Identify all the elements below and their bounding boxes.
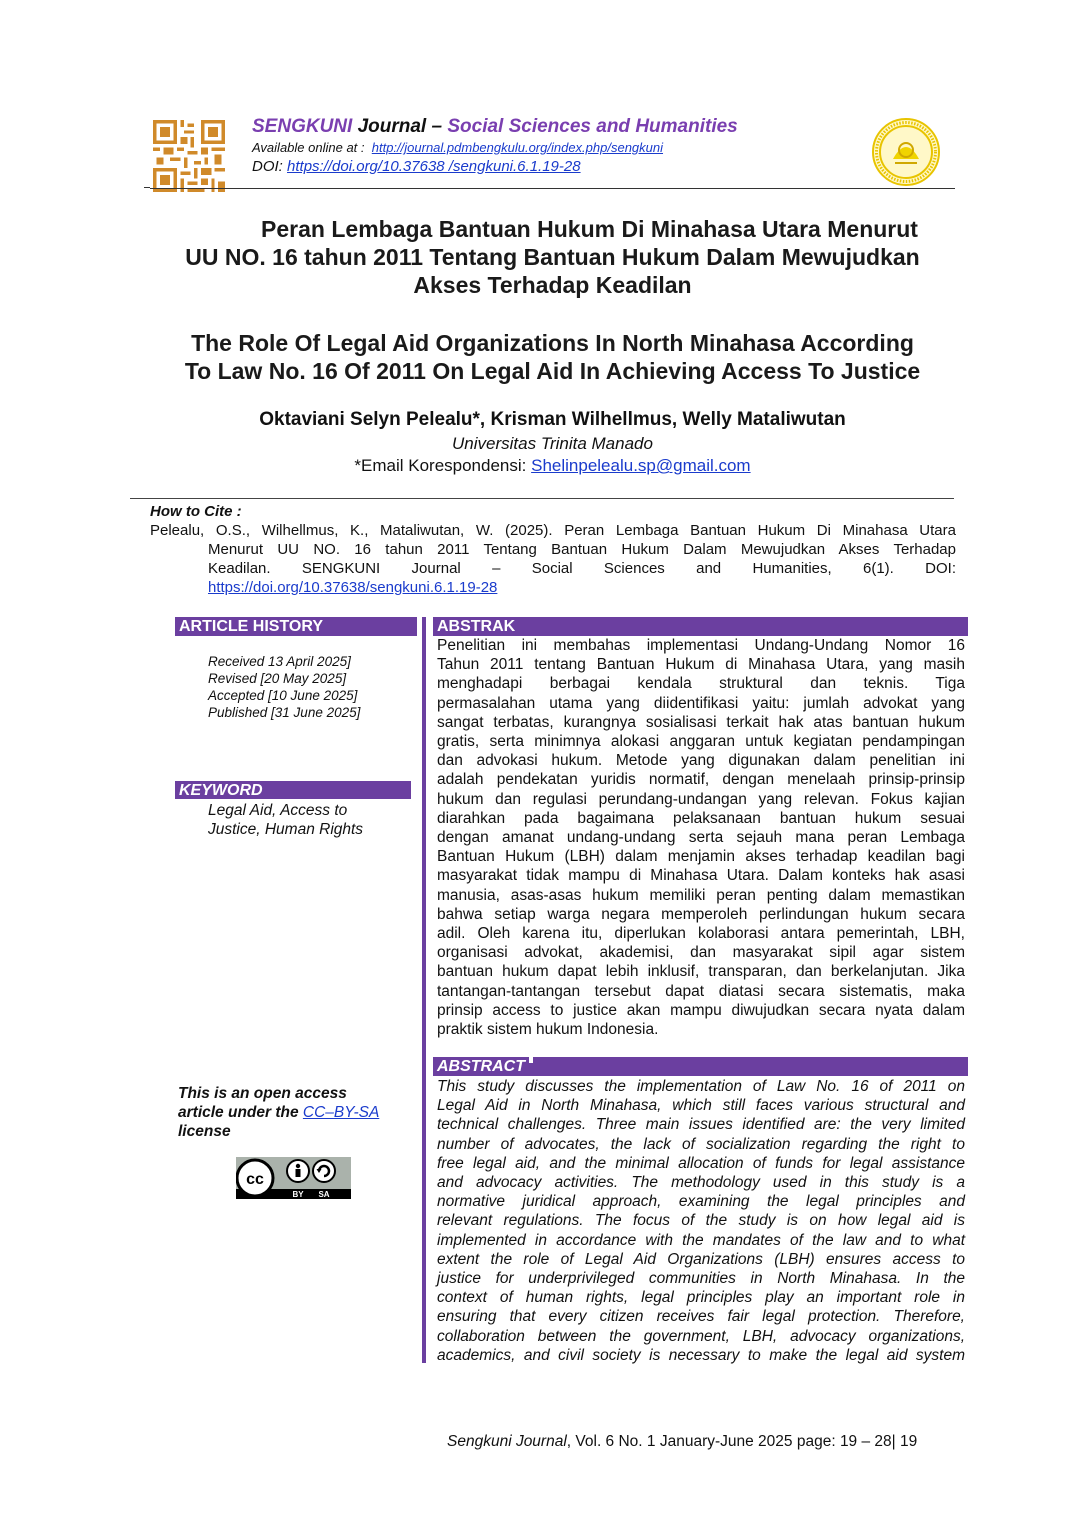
how-to-cite-heading: How to Cite : <box>150 503 242 520</box>
citation-line: Keadilan. SENGKUNI Journal – Social Scie… <box>208 560 956 577</box>
abstrak-heading: ABSTRAK <box>433 617 968 636</box>
keyword-line: Justice, Human Rights <box>208 821 364 838</box>
authors: Oktaviani Selyn Pelealu*, Krisman Wilhel… <box>259 409 846 430</box>
abstrak-line: prinsip access to justice akan mampu diw… <box>437 1001 965 1019</box>
title-indonesian: Peran Lembaga Bantuan Hukum Di Minahasa … <box>130 215 975 299</box>
abstract-line: relevant regulations. The focus of the s… <box>437 1212 965 1230</box>
keyword-list: Legal Aid, Access to Justice, Human Righ… <box>208 801 363 839</box>
abstract-heading: ABSTRACT <box>433 1057 968 1076</box>
svg-text:cc: cc <box>246 1171 264 1188</box>
title-id-line: Peran Lembaga Bantuan Hukum Di Minahasa … <box>261 216 918 242</box>
license-line: article under the <box>178 1104 299 1121</box>
abstrak-line: dan advokasi hukum. Metode yang digunaka… <box>437 752 965 770</box>
title-id-line: UU NO. 16 tahun 2011 Tentang Bantuan Huk… <box>185 244 920 270</box>
badge-sa-label: SA <box>318 1190 329 1199</box>
available-label: Available online at : <box>252 140 365 155</box>
abstract-line: collaboration between the government, LB… <box>437 1327 965 1345</box>
citation-rule <box>130 498 954 499</box>
abstract-line: number of advocates, the lack of sociali… <box>437 1135 965 1153</box>
header-doi-link[interactable]: https://doi.org/10.37638 /sengkuni.6.1.1… <box>287 158 581 175</box>
abstract-line: justice for underprivileged communities … <box>437 1270 965 1288</box>
title-english: The Role Of Legal Aid Organizations In N… <box>130 329 975 385</box>
citation-text: Pelealu, O.S., Wilhellmus, K., Mataliwut… <box>150 521 956 597</box>
abstract-text: This study discusses the implementation … <box>437 1077 965 1365</box>
license-line: This is an open access <box>178 1085 347 1102</box>
abstrak-line: adalah pendekatan yuridis normatif, deng… <box>437 771 965 789</box>
journal-url-link[interactable]: http://journal.pdmbengkulu.org/index.php… <box>371 140 664 155</box>
citation-line: Menurut UU NO. 16 tahun 2011 Tentang Ban… <box>208 541 956 558</box>
abstract-line: technical challenges. Three main issues … <box>437 1116 965 1134</box>
column-rule <box>422 617 426 1363</box>
abstract-line: Legal Aid in North Minahasa, which still… <box>437 1097 965 1115</box>
cc-by-sa-badge-icon: cc BY SA <box>236 1157 351 1199</box>
journal-subject: Social Sciences and Humanities <box>447 116 738 137</box>
abstract-line: and advocacy activities. The methodology… <box>437 1174 965 1192</box>
affiliation: Universitas Trinita Manado <box>452 434 653 453</box>
abstrak-line: tantangan-tantangan tersebut dapat diata… <box>437 982 965 1000</box>
title-id-line: Akses Terhadap Keadilan <box>413 272 692 298</box>
abstrak-line: bahwa setiap warga negara memperoleh per… <box>437 905 965 923</box>
abstrak-line: hukum dan regulasi perundang-undangan ya… <box>437 790 965 808</box>
available-online: Available online at : http://journal.pdm… <box>252 140 663 155</box>
footer-journal: Sengkuni Journal <box>447 1433 567 1450</box>
abstrak-line: permasalahan utama yang diidentifikasi y… <box>437 694 965 712</box>
journal-title: SENGKUNI Journal – Social Sciences and H… <box>252 116 738 138</box>
abstrak-line: praktik sistem hukum Indonesia. <box>437 1021 659 1039</box>
abstrak-line: adil. Oleh karena itu, diperlukan kolabo… <box>437 925 965 943</box>
abstrak-line: diarahkan pada bagaimana pelaksanaan ban… <box>437 809 965 827</box>
keyword-line: Legal Aid, Access to <box>208 802 348 819</box>
abstrak-line: sangat terbatas, kurangnya sosialisasi t… <box>437 713 965 731</box>
open-access-notice: This is an open access article under the… <box>178 1084 379 1141</box>
footer-volume: , Vol. 6 No. 1 January-June 2025 page: 1… <box>566 1433 918 1450</box>
article-history-list: Received 13 April 2025] Revised [20 May … <box>208 653 360 721</box>
abstract-line: This study discusses the implementation … <box>437 1078 965 1095</box>
license-link[interactable]: CC–BY-SA <box>302 1104 380 1121</box>
abstract-line: extent the role of Legal Aid Organizatio… <box>437 1250 965 1268</box>
abstract-line: academics, and civil society is necessar… <box>437 1346 965 1364</box>
history-item: Received 13 April 2025] <box>208 654 351 669</box>
abstract-line: normative juridical approach, examining … <box>437 1193 965 1211</box>
history-item: Published [31 June 2025] <box>208 705 361 720</box>
abstrak-text: Penelitian ini membahas implementasi Und… <box>437 636 965 1039</box>
doi-label: DOI: <box>252 158 283 175</box>
citation-doi-link[interactable]: https://doi.org/10.37638/sengkuni.6.1.19… <box>208 579 498 596</box>
abstrak-line: menghadapi berbagai kendala struktural d… <box>437 675 965 693</box>
article-history-heading: ARTICLE HISTORY <box>175 617 417 636</box>
abstract-heading-label: ABSTRACT <box>437 1058 525 1075</box>
university-seal-icon <box>871 117 941 187</box>
qr-code-icon <box>152 120 226 192</box>
abstrak-line: masyarakat tidak mampu di Minahasa Utara… <box>437 867 965 885</box>
abstrak-line: organisasi advokat, akademisi, dan masya… <box>437 944 965 962</box>
abstrak-line: dengan amanat undang-undang serta sejauh… <box>437 829 965 847</box>
abstrak-line: bantuan hukum dapat lebih inklusif, tran… <box>437 963 965 981</box>
journal-name: SENGKUNI <box>252 116 353 137</box>
abstract-line: free legal aid, and the minimal allocati… <box>437 1154 965 1172</box>
abstrak-line: manusia, asas-asas hukum memiliki peran … <box>437 886 965 904</box>
keyword-heading: KEYWORD <box>175 781 411 799</box>
history-item: Accepted [10 June 2025] <box>208 688 358 703</box>
journal-dash: – <box>431 116 443 137</box>
abstract-line: implemented in accordance with the manda… <box>437 1231 965 1249</box>
abstrak-line: gratis, serta minimnya alokasi anggaran … <box>437 733 965 751</box>
abstrak-line: Tahun 2011 tentang Bantuan Hukum di Mina… <box>437 656 965 674</box>
header-rule-mark <box>144 187 150 188</box>
abstrak-line: Bantuan Hukum (LBH) dalam menjamin akses… <box>437 848 965 866</box>
abstrak-line: Penelitian ini membahas implementasi Und… <box>437 637 965 654</box>
citation-line: Pelealu, O.S., Wilhellmus, K., Mataliwut… <box>150 522 956 539</box>
journal-word: Journal <box>357 116 427 137</box>
badge-by-label: BY <box>292 1190 304 1199</box>
email-label: *Email Korespondensi: <box>354 456 527 475</box>
email-link[interactable]: Shelinpelealu.sp@gmail.com <box>531 456 751 475</box>
history-item: Revised [20 May 2025] <box>208 671 347 686</box>
license-line: license <box>178 1123 231 1140</box>
header-rule <box>150 188 955 189</box>
title-en-line: To Law No. 16 Of 2011 On Legal Aid In Ac… <box>184 358 921 384</box>
abstract-line: context of human rights, legal principle… <box>437 1289 965 1307</box>
correspondence: *Email Korespondensi: Shelinpelealu.sp@g… <box>130 456 975 476</box>
abstract-line: ensuring that every citizen receives fai… <box>437 1308 965 1326</box>
title-en-line: The Role Of Legal Aid Organizations In N… <box>191 330 914 356</box>
header-doi: DOI: https://doi.org/10.37638 /sengkuni.… <box>252 158 581 175</box>
page-footer: Sengkuni Journal, Vol. 6 No. 1 January-J… <box>447 1433 917 1451</box>
